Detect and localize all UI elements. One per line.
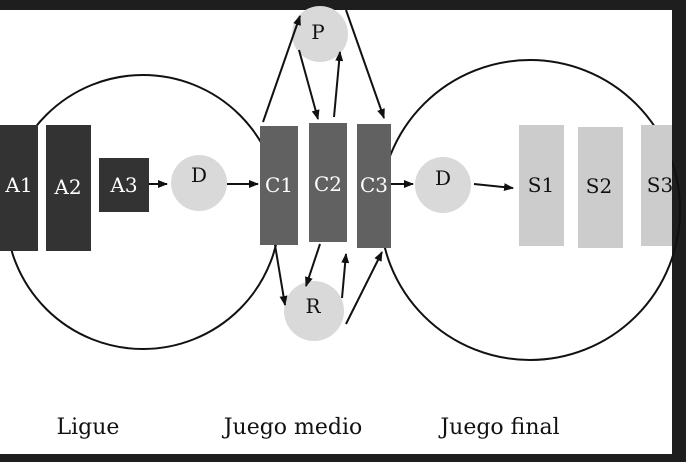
arrow-c2-to-p [333,51,344,118]
juego-final-label: Juego final [438,415,559,440]
box-s3-label: S3 [647,173,673,197]
arrow-top-to-c3 [345,9,385,119]
arrow-c2-to-r [305,243,321,287]
box-c3-label: C3 [360,173,388,197]
box-a1-label: A1 [4,173,32,197]
r-node-label: R [305,294,321,318]
box-a2-label: A2 [53,175,81,199]
box-a1 [0,125,38,251]
box-a3 [99,158,149,212]
box-a3-label: A3 [109,173,137,197]
ligue-label: Ligue [57,415,120,440]
box-s2-label: S2 [586,174,612,198]
d-node-left [171,155,227,211]
arrow-r-to-c3 [345,251,383,325]
juego-medio-label: Juego medio [222,415,363,440]
p-node-label: P [311,20,324,44]
arrow-d-to-s1 [473,183,514,192]
box-a2 [46,125,91,251]
d-node-right [415,157,471,213]
box-s1 [519,125,564,246]
arrow-c1-to-p [262,15,301,123]
arrow-c1-to-r [274,244,288,306]
box-c1 [260,126,298,245]
arrow-r-to-c2 [341,253,350,299]
d-node-left-label: D [191,163,207,187]
box-c3 [357,124,391,248]
r-node [284,281,344,341]
box-c2-label: C2 [314,172,342,196]
box-s1-label: S1 [528,173,554,197]
box-s3 [641,125,672,246]
d-node-right-label: D [435,166,451,190]
box-c2 [309,123,347,242]
arrow-p-to-c2 [298,49,320,120]
connector-arrows [149,9,514,325]
box-c1-label: C1 [265,173,293,197]
box-s2 [578,127,623,248]
p-node [292,6,348,62]
